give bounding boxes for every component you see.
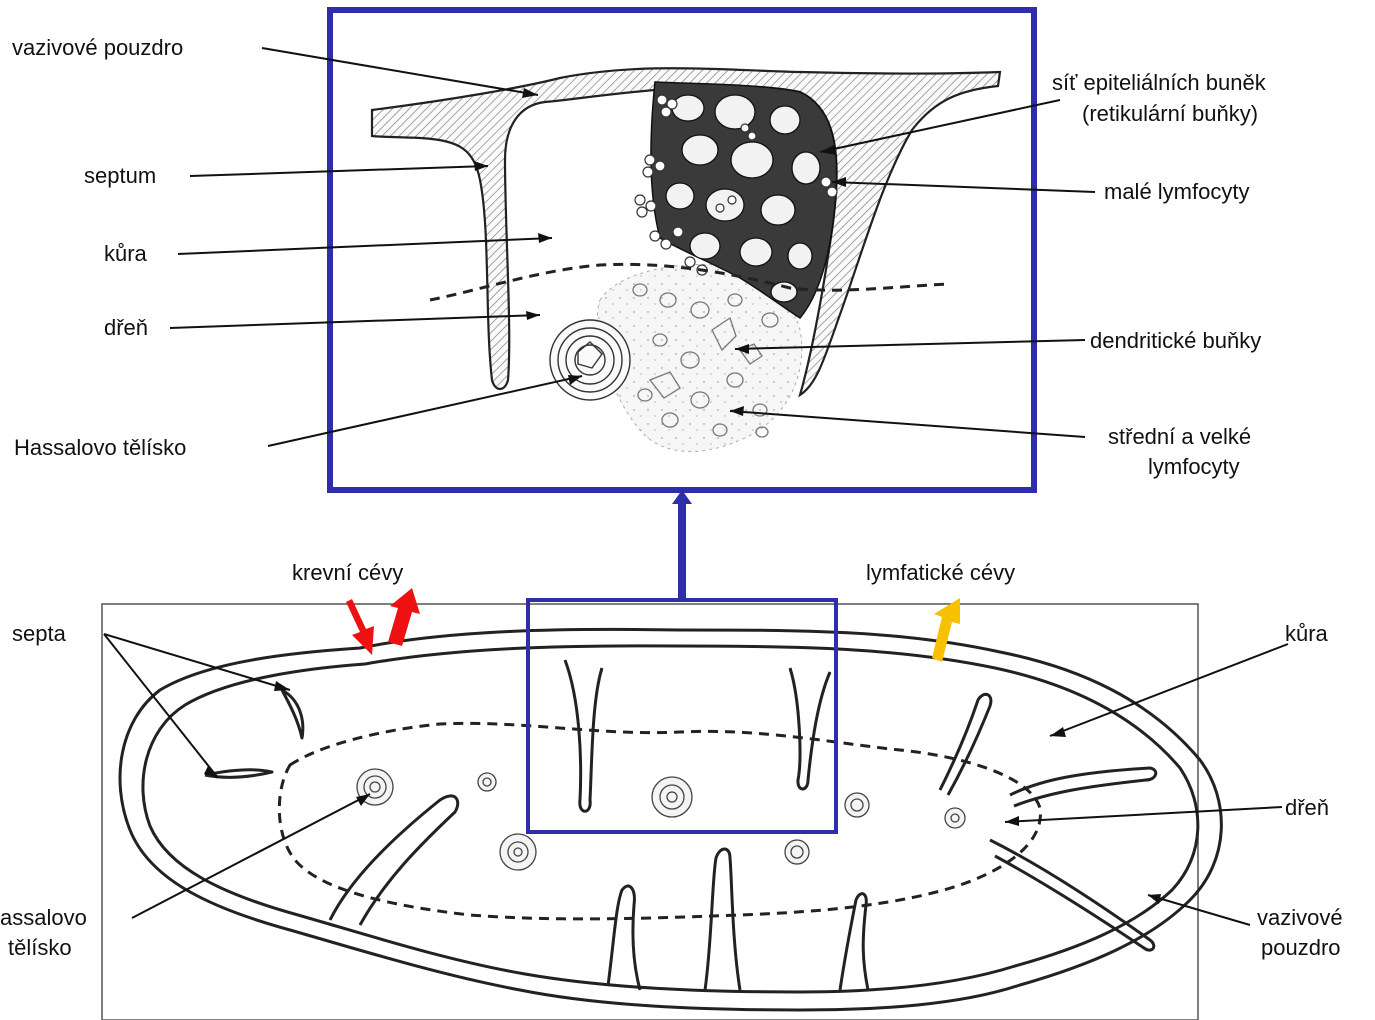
label-overview-hassall-2: tělísko	[8, 935, 72, 960]
label-overview-medulla: dřeň	[1285, 795, 1329, 820]
label-overview-capsule-1: vazivové	[1257, 905, 1343, 930]
label-small-lymphocytes: malé lymfocyty	[1104, 179, 1249, 204]
label-septum: septum	[84, 163, 156, 188]
detail-panel: vazivové pouzdro septum kůra dřeň Hassal…	[12, 10, 1267, 490]
label-overview-cortex: kůra	[1285, 621, 1329, 646]
label-overview-hassall-1: assalovo	[0, 905, 87, 930]
label-epithelial-1: síť epiteliálních buněk	[1052, 70, 1267, 95]
label-septa: septa	[12, 621, 67, 646]
label-capsule: vazivové pouzdro	[12, 35, 183, 60]
detail-hassall-corpuscle	[550, 320, 630, 400]
label-medium-large-1: střední a velké	[1108, 424, 1251, 449]
label-dendritic: dendritické buňky	[1090, 328, 1261, 353]
label-blood-vessels: krevní cévy	[292, 560, 403, 585]
label-overview-capsule-2: pouzdro	[1261, 935, 1341, 960]
label-lymph-vessels: lymfatické cévy	[866, 560, 1015, 585]
label-cortex: kůra	[104, 241, 148, 266]
overview-panel: krevní cévy lymfatické cévy septa kůra d…	[0, 560, 1343, 1020]
zoom-connector	[672, 490, 692, 598]
label-hassall: Hassalovo tělísko	[14, 435, 186, 460]
label-medium-large-2: lymfocyty	[1148, 454, 1240, 479]
label-epithelial-2: (retikulární buňky)	[1082, 101, 1258, 126]
overview-frame	[102, 604, 1198, 1020]
label-medulla: dřeň	[104, 315, 148, 340]
